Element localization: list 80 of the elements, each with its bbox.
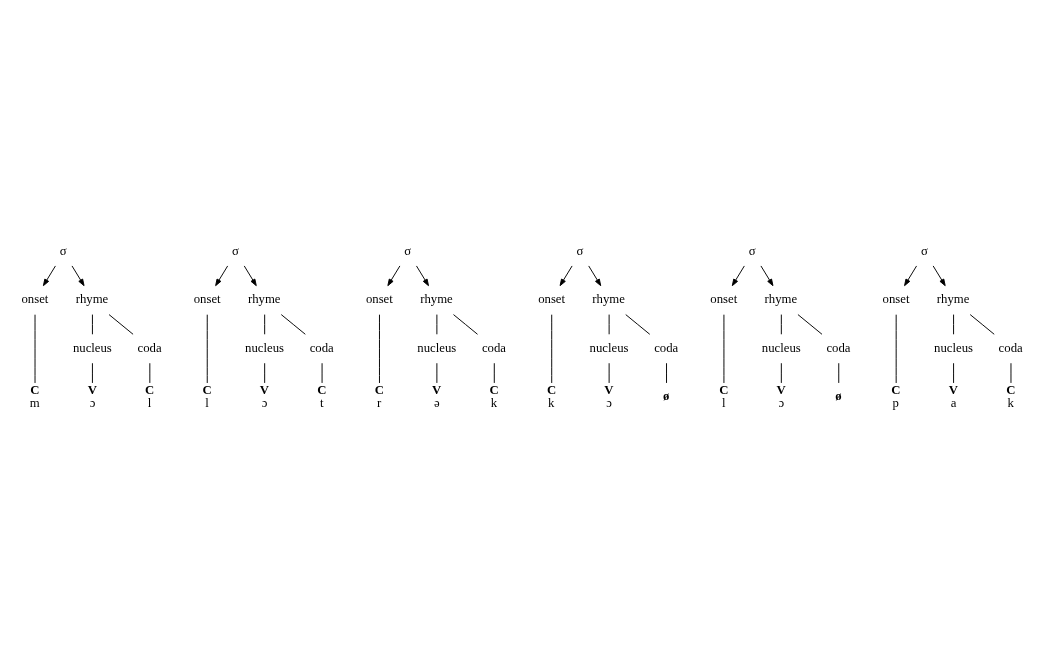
node-text: nucleus <box>589 340 629 355</box>
connector <box>969 313 995 335</box>
node-text: onset <box>538 291 566 306</box>
connector <box>551 313 553 383</box>
arrow <box>387 264 401 286</box>
node-text: C r <box>374 382 384 410</box>
node-text: nucleus <box>761 340 801 355</box>
node-text: C t <box>317 382 327 410</box>
connector <box>780 313 782 335</box>
node-text: C k <box>1006 382 1016 410</box>
arrow <box>904 264 918 286</box>
node-text: rhyme <box>247 291 281 306</box>
node-text: σ <box>59 243 67 258</box>
connector <box>666 362 667 383</box>
connector <box>379 313 380 383</box>
node-text: rhyme <box>75 291 109 306</box>
node-text: rhyme <box>764 291 798 306</box>
node-text: C l <box>145 382 155 410</box>
connector <box>453 313 478 335</box>
arrow <box>559 264 573 286</box>
node-text: C m <box>29 382 40 410</box>
arrow <box>42 264 56 286</box>
arrow <box>760 264 774 286</box>
node-text: coda <box>998 340 1023 355</box>
node-text: coda <box>137 340 162 355</box>
arrow <box>416 264 429 286</box>
node-text: σ <box>231 243 239 258</box>
node-text: C l <box>202 382 212 410</box>
arrow <box>243 264 257 286</box>
node-text: C l <box>719 382 729 410</box>
node-text: V a <box>948 382 959 410</box>
node-text: C k <box>546 382 557 410</box>
connector <box>206 313 208 383</box>
node-text: σ <box>920 243 928 258</box>
connector <box>625 313 651 335</box>
arrow <box>731 264 745 286</box>
node-text: rhyme <box>592 291 625 306</box>
node-text: σ <box>576 243 584 258</box>
node-text: V ɔ <box>259 382 270 410</box>
node-text: nucleus <box>934 340 973 355</box>
node-text: onset <box>193 291 221 306</box>
connector <box>953 362 955 383</box>
arrow <box>932 264 946 286</box>
node-text: V ə <box>432 382 442 410</box>
connector <box>108 313 134 335</box>
connector <box>91 362 93 383</box>
connector <box>91 313 93 335</box>
node-text: nucleus <box>245 340 285 355</box>
node-text: coda <box>654 340 679 355</box>
connector <box>780 362 782 383</box>
node-text: rhyme <box>420 291 453 306</box>
node-text: nucleus <box>417 340 457 355</box>
node-text: ø <box>835 388 842 403</box>
node-text: V ɔ <box>87 382 97 410</box>
connector <box>264 313 266 335</box>
node-text: rhyme <box>936 291 970 306</box>
node-text: coda <box>481 340 507 355</box>
node-text: onset <box>21 291 49 306</box>
arrow <box>71 264 85 286</box>
node-text: onset <box>365 291 393 306</box>
node-text: ø <box>662 388 670 403</box>
node-text: nucleus <box>72 340 112 355</box>
node-text: onset <box>882 291 910 306</box>
node-text: coda <box>826 340 851 355</box>
connector <box>838 362 840 383</box>
node-text: coda <box>309 340 334 355</box>
connector <box>264 362 266 383</box>
arrow <box>588 264 602 286</box>
node-text: onset <box>710 291 738 306</box>
connector <box>953 313 955 335</box>
node-text: V ɔ <box>604 382 614 410</box>
node-text: V ɔ <box>776 382 786 410</box>
node-text: C p <box>891 382 901 410</box>
connector <box>280 313 306 335</box>
node-text: C k <box>489 382 499 410</box>
connector <box>797 313 823 335</box>
connector <box>493 362 495 383</box>
node-text: σ <box>404 243 412 258</box>
arrow <box>215 264 229 286</box>
node-text: σ <box>748 243 756 258</box>
